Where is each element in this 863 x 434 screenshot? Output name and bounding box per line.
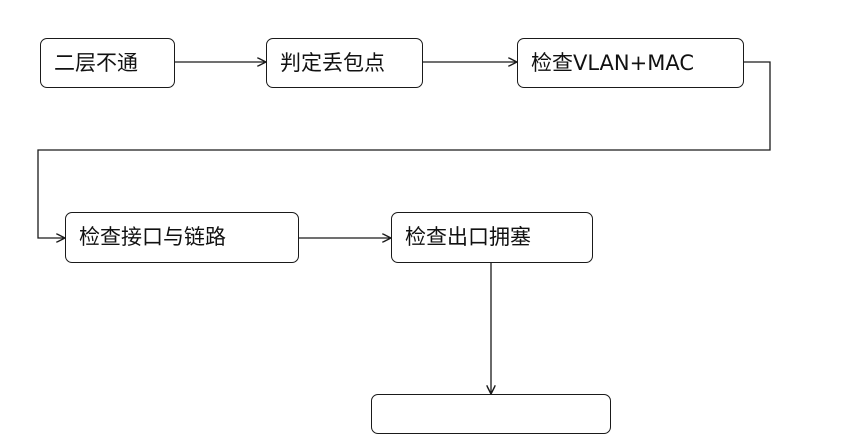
arrow-n3-to-n4 — [37, 61, 771, 238]
node-layer2-down: 二层不通 — [40, 38, 175, 88]
node-layer2-down-label: 二层不通 — [54, 50, 138, 75]
node-check-egress-congestion: 检查出口拥塞 — [391, 212, 593, 263]
node-locate-packet-loss: 判定丢包点 — [266, 38, 423, 88]
node-check-interface-link: 检查接口与链路 — [65, 212, 299, 263]
node-next-step-cropped — [371, 394, 611, 434]
node-check-vlan-mac: 检查VLAN+MAC — [517, 38, 744, 88]
node-locate-packet-loss-label: 判定丢包点 — [280, 50, 385, 75]
flowchart-connectors — [37, 0, 771, 394]
node-check-interface-link-label: 检查接口与链路 — [79, 225, 226, 249]
node-check-egress-congestion-label: 检查出口拥塞 — [405, 225, 531, 249]
node-check-vlan-mac-label: 检查VLAN+MAC — [531, 50, 694, 75]
